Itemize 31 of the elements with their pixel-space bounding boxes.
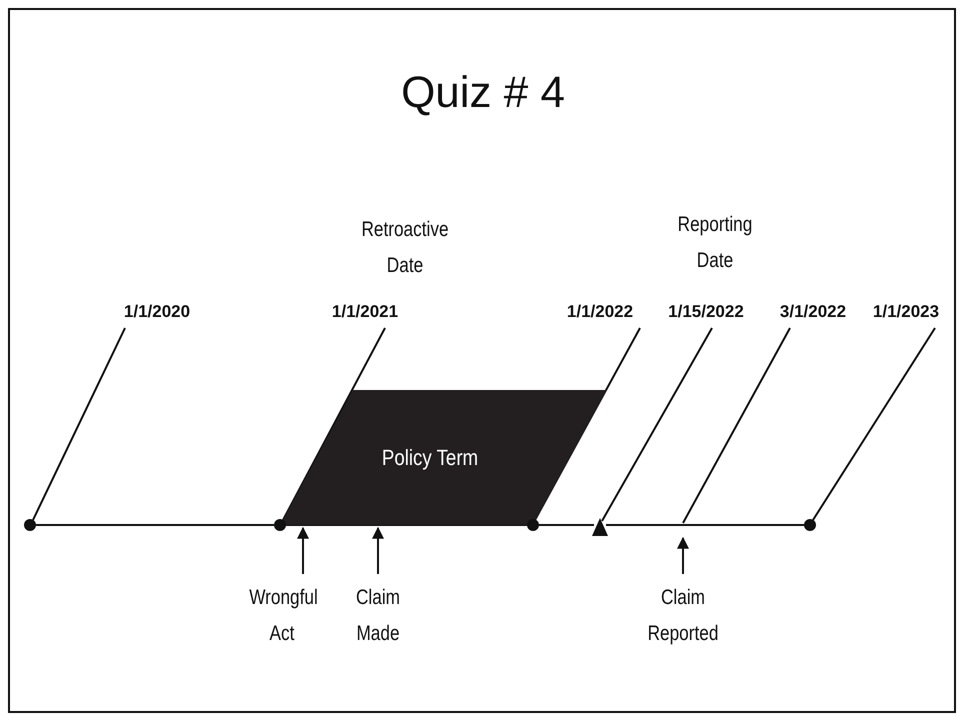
heading-label: Retroactive Date bbox=[360, 217, 450, 279]
arrow bbox=[372, 526, 384, 574]
date-label: 1/1/2021 bbox=[325, 302, 405, 324]
event-label: Claim Made bbox=[346, 580, 410, 660]
leader-line bbox=[32, 328, 126, 520]
heading-label: Reporting Date bbox=[676, 212, 754, 274]
leader-line bbox=[36, 524, 274, 526]
leader-line bbox=[282, 328, 386, 520]
date-label: 1/15/2022 bbox=[661, 302, 751, 324]
date-label: 1/1/2023 bbox=[866, 302, 946, 324]
timeline-triangle bbox=[592, 518, 608, 536]
date-label: 3/1/2022 bbox=[773, 302, 853, 324]
band-label: Policy Term bbox=[380, 445, 480, 471]
leader-line bbox=[812, 327, 936, 521]
leader-line bbox=[601, 328, 713, 522]
arrow bbox=[297, 526, 309, 574]
date-label: 1/1/2020 bbox=[117, 302, 197, 324]
leader-line bbox=[606, 524, 804, 526]
timeline-dot bbox=[24, 519, 36, 531]
timeline-dot bbox=[804, 519, 816, 531]
leader-line bbox=[682, 328, 791, 524]
event-label: Claim Reported bbox=[642, 580, 724, 660]
event-label: Wrongful Act bbox=[249, 580, 315, 660]
leader-line bbox=[286, 524, 527, 526]
date-label: 1/1/2022 bbox=[560, 302, 640, 324]
timeline-dot bbox=[274, 519, 286, 531]
leader-line bbox=[539, 524, 594, 526]
timeline-dot bbox=[527, 519, 539, 531]
title: Quiz # 4 bbox=[400, 68, 566, 118]
policy-term-band bbox=[280, 390, 607, 525]
arrow bbox=[677, 536, 689, 574]
